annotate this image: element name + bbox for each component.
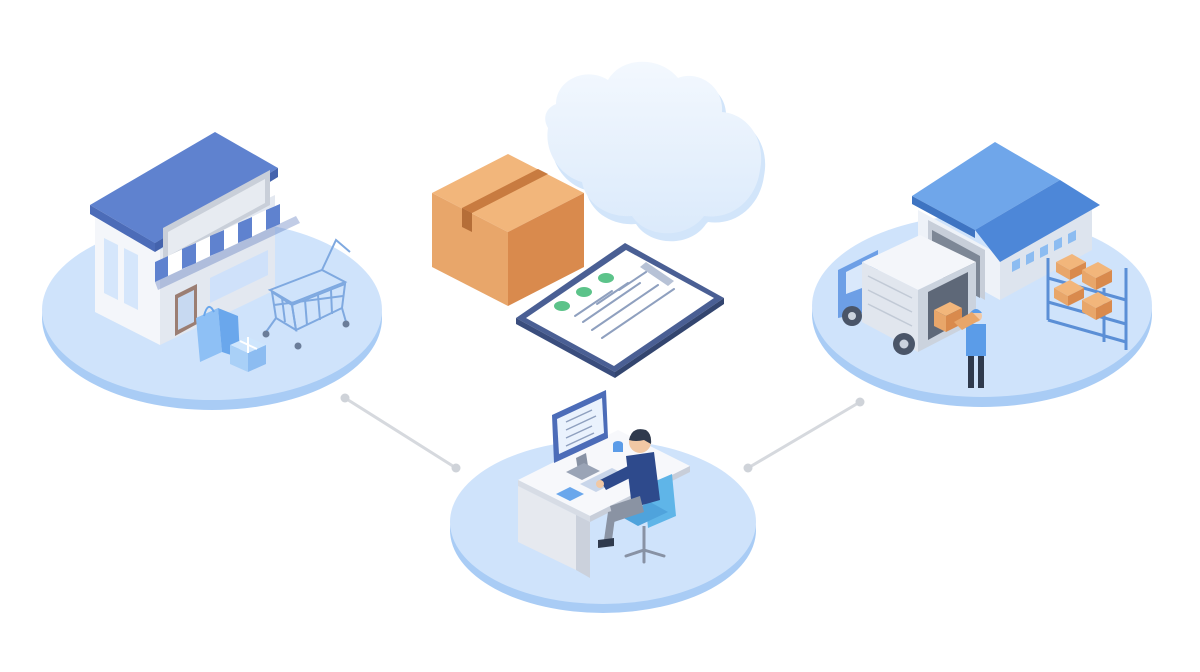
operator-person-icon <box>596 429 660 548</box>
cardboard-box-icon <box>432 154 584 306</box>
cart-wheels <box>262 320 350 350</box>
computer-monitor-icon <box>552 390 608 480</box>
delivery-worker-icon <box>954 309 986 388</box>
delivery-truck-icon <box>838 235 976 355</box>
notebook-icon <box>556 487 584 501</box>
clipboard-checklist-icon <box>516 243 724 378</box>
connector-store-operator <box>340 393 461 473</box>
coffee-cup-icon <box>613 441 623 452</box>
shopping-cart-icon <box>265 238 351 333</box>
storefront-icon <box>90 132 300 345</box>
shelving-rack-icon <box>1046 254 1128 350</box>
gift-box-icon <box>230 337 266 372</box>
cardboard-box-icon <box>1054 254 1112 320</box>
cloud-icon <box>545 61 766 242</box>
check-mark-icon <box>554 273 614 311</box>
connector-warehouse-operator <box>743 397 865 473</box>
